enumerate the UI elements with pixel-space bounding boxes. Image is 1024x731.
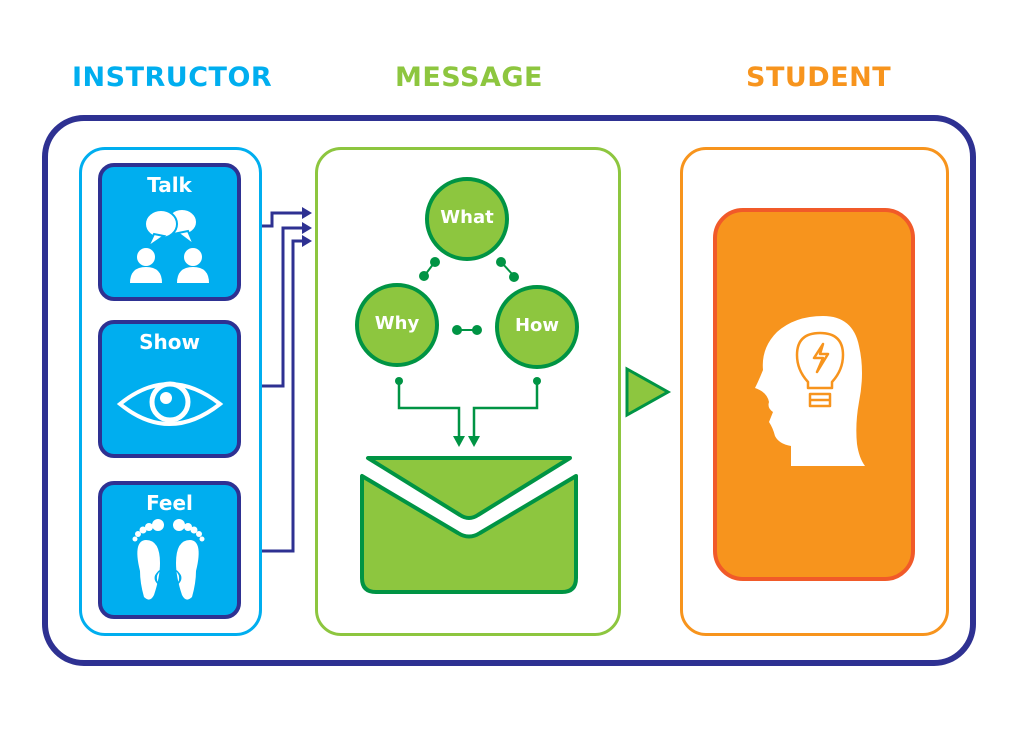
why-label: Why — [374, 313, 420, 334]
arrowhead-icon — [302, 207, 312, 219]
show-label: Show — [139, 330, 200, 354]
instructor-heading: INSTRUCTOR — [72, 62, 273, 93]
talk-connector — [262, 211, 304, 228]
what-node — [425, 177, 509, 261]
envelope-icon — [360, 456, 578, 594]
outer-frame — [42, 115, 976, 666]
student-heading: STUDENT — [746, 62, 892, 93]
what-label: What — [440, 207, 494, 228]
talk-label: Talk — [147, 173, 192, 197]
why-node — [355, 283, 439, 367]
arrowhead-icon — [302, 235, 312, 247]
how-label: How — [514, 315, 560, 336]
flow-arrow-icon — [625, 366, 672, 418]
feel-label: Feel — [146, 491, 193, 515]
student-panel — [680, 147, 949, 636]
feel-tile: Feel — [98, 481, 241, 619]
message-panel — [315, 147, 621, 636]
head-lightbulb-icon — [755, 316, 865, 466]
eye-icon — [116, 381, 224, 426]
feel-connector — [262, 239, 304, 553]
arrowhead-icon — [302, 222, 312, 234]
show-connector — [262, 226, 304, 388]
arrowhead-icon — [468, 436, 480, 447]
show-tile: Show — [98, 320, 241, 458]
instructor-panel — [79, 147, 262, 636]
footprints-icon — [132, 519, 205, 600]
arrowhead-icon — [453, 436, 465, 447]
talk-tile: Talk — [98, 163, 241, 301]
message-heading: MESSAGE — [395, 62, 543, 93]
how-node — [495, 285, 579, 369]
student-card — [713, 208, 915, 581]
conversation-icon — [130, 208, 209, 283]
